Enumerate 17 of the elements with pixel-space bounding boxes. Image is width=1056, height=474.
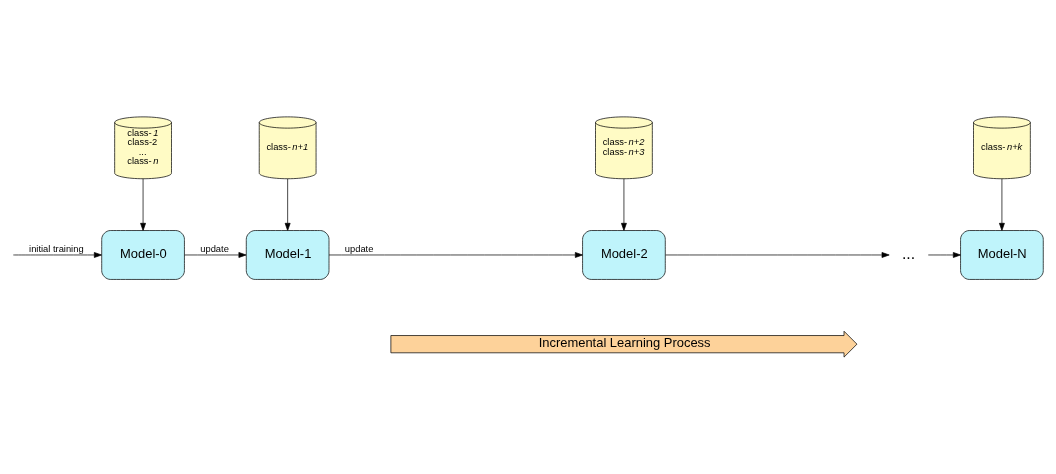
node-text: ... [901,245,916,263]
arrow [184,252,247,258]
arrow [621,178,627,231]
arrow [999,178,1005,231]
edge-label: update [344,244,374,255]
arrow [284,178,291,231]
node-box: Model-1 [245,230,330,280]
arrow [140,178,146,231]
arrow [328,252,583,258]
edge-label: update [200,244,229,255]
node-box: Model-2 [582,230,666,280]
arrow [665,252,890,258]
arrow [927,252,961,258]
edge-label: initial training [29,244,84,255]
arrow [12,252,102,258]
node-box: Model-0 [101,230,185,280]
node-box: Model-N [960,230,1044,280]
